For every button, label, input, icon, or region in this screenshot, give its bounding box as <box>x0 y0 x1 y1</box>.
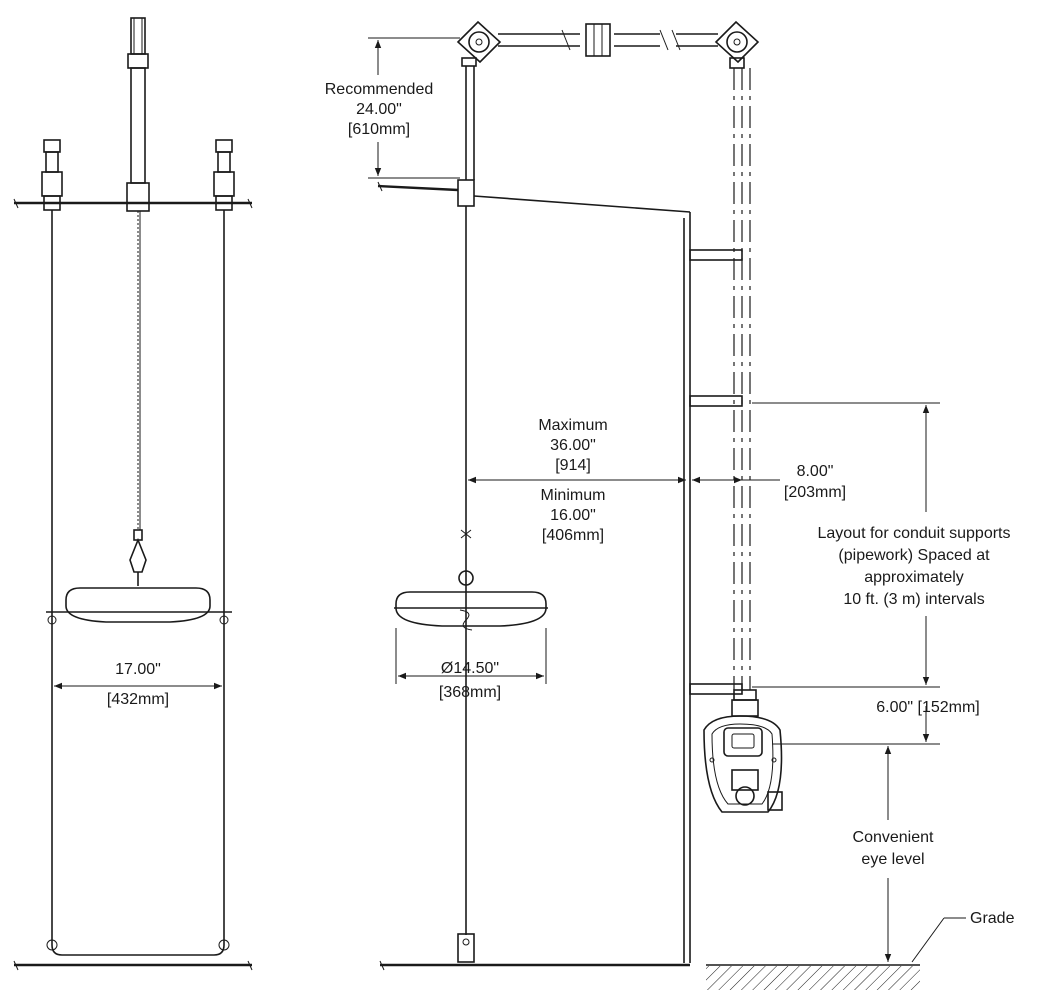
recommended-in: 24.00" <box>356 101 402 118</box>
maximum-mm: [914] <box>555 457 591 474</box>
grade-ground <box>706 917 966 990</box>
recommended-title: Recommended <box>325 81 434 98</box>
conduit-supports <box>689 249 743 695</box>
pull-hook <box>458 522 474 586</box>
conduit-line-3: approximately <box>864 569 964 586</box>
top-pipe <box>498 23 718 57</box>
minimum-in: 16.00" <box>550 507 596 524</box>
left-bolt <box>41 139 63 211</box>
gap-label: 6.00" [152mm] <box>876 699 980 716</box>
elbow-right <box>714 20 760 69</box>
diameter-mm: [368mm] <box>439 684 501 701</box>
conduit-line-2: (pipework) Spaced at <box>838 547 990 564</box>
recommended-dimension <box>368 37 460 179</box>
offset-mm: [203mm] <box>784 484 846 501</box>
gap-dimension <box>772 706 940 745</box>
grade-label: Grade <box>970 910 1015 927</box>
width-mm: [432mm] <box>107 691 169 708</box>
conduit-spacing-dimension <box>752 402 940 688</box>
spray-head-side <box>394 591 548 631</box>
recommended-mm: [610mm] <box>348 121 410 138</box>
alarm-unit <box>703 689 783 813</box>
support-plate <box>377 181 691 963</box>
elbow-left <box>456 20 502 180</box>
foot-bar <box>13 939 253 971</box>
right-bolt <box>213 139 235 211</box>
spray-head-front <box>46 587 232 625</box>
conduit-vertical <box>733 68 751 690</box>
diameter-in: Ø14.50" <box>441 660 499 677</box>
side-view <box>368 20 780 971</box>
pull-rod-assembly <box>126 17 150 586</box>
maximum-in: 36.00" <box>550 437 596 454</box>
conduit-line-4: 10 ft. (3 m) intervals <box>843 591 984 608</box>
width-in: 17.00" <box>115 661 161 678</box>
top-beam <box>13 198 253 209</box>
offset-in: 8.00" <box>797 463 834 480</box>
side-foot <box>379 933 690 971</box>
minimum-mm: [406mm] <box>542 527 604 544</box>
maximum-title: Maximum <box>538 417 607 434</box>
minimum-title: Minimum <box>541 487 606 504</box>
eye-level-line-1: Convenient <box>853 829 935 846</box>
diameter-dimension <box>395 628 547 684</box>
front-view <box>13 17 253 971</box>
conduit-line-1: Layout for conduit supports <box>817 525 1010 542</box>
eye-level-line-2: eye level <box>861 851 924 868</box>
